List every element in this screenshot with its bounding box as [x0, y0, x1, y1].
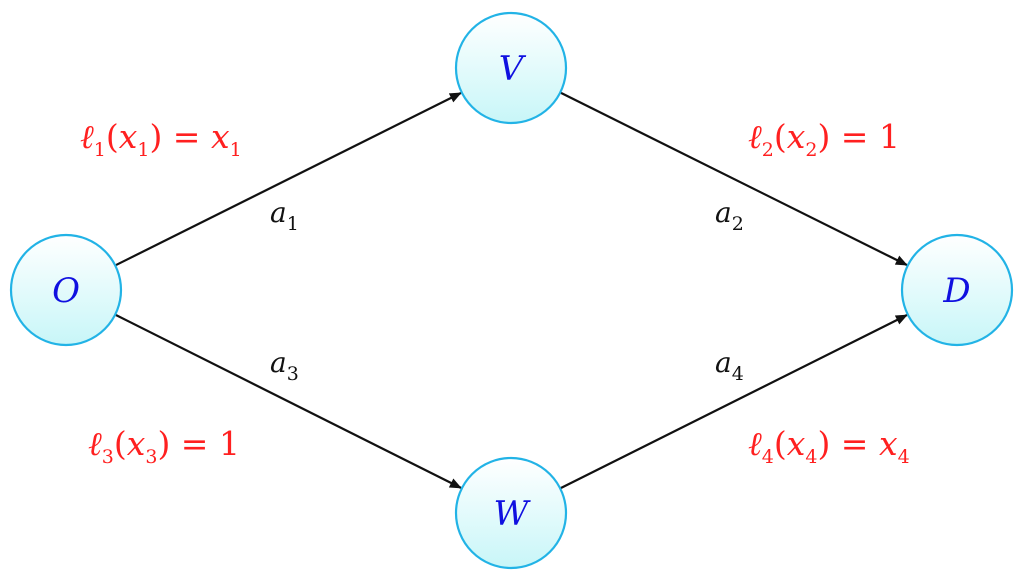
- node-D-circle: [900, 233, 1014, 347]
- node-D-label: D: [942, 271, 970, 311]
- node-O-circle: [9, 233, 123, 347]
- latency-a3: ℓ3(x3) = 1: [88, 424, 240, 468]
- latency-a1: ℓ1(x1) = x1: [80, 117, 242, 161]
- node-W-circle: [454, 456, 568, 570]
- node-V: V: [454, 11, 568, 125]
- node-W: W: [454, 456, 568, 570]
- edge-label-a4: a4: [715, 346, 744, 385]
- node-W-label: W: [494, 494, 532, 534]
- edge-label-a1: a1: [270, 196, 299, 235]
- node-V-label: V: [499, 49, 527, 89]
- latency-a2: ℓ2(x2) = 1: [748, 117, 900, 161]
- edge-a4-arrow: [559, 314, 908, 490]
- node-D: D: [900, 233, 1014, 347]
- edge-label-a3: a3: [270, 346, 299, 385]
- edge-a3-arrow: [114, 313, 462, 489]
- edge-label-a2: a2: [715, 196, 744, 235]
- edge-a1-arrow: [114, 92, 462, 267]
- node-O: O: [9, 233, 123, 347]
- node-O-label: O: [52, 271, 80, 311]
- node-V-circle: [454, 11, 568, 125]
- edge-a2-arrow: [559, 91, 908, 267]
- latency-a4: ℓ4(x4) = x4: [748, 424, 910, 468]
